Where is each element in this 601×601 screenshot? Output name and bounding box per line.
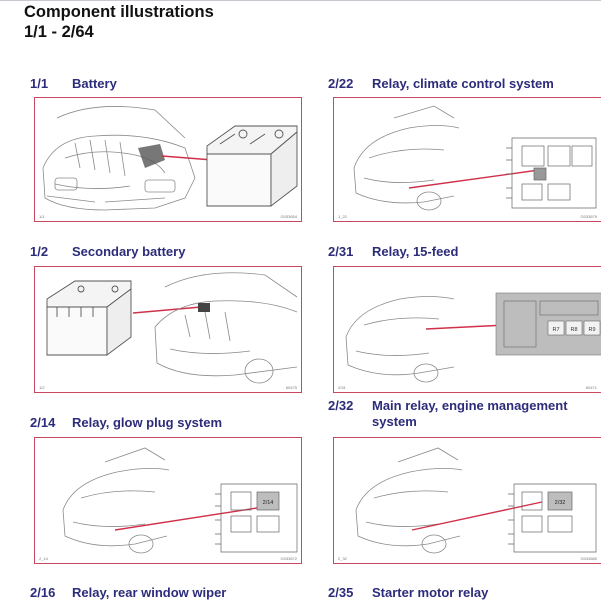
car-relay-drawing-2-22: [353, 105, 597, 211]
title-line-2: 1/1 - 2/64: [24, 23, 94, 41]
section-id-2-35: 2/35: [328, 585, 354, 600]
top-rule: [0, 0, 601, 1]
car-relay-drawing-2-31: R7 R8 R9: [345, 292, 601, 383]
illustration-15-feed-relay: R7 R8 R9 2/31 60471: [333, 266, 601, 393]
car-front-icon: [355, 447, 463, 554]
illustration-code-left: 2_32: [338, 556, 347, 561]
illustration-code-left: 1_22: [338, 214, 347, 219]
battery-icon: [46, 280, 132, 356]
section-name-glow-plug-relay: Relay, glow plug system: [72, 415, 223, 430]
car-front-icon: [62, 447, 170, 554]
pointer-line: [425, 324, 507, 330]
section-name-15-feed-relay: Relay, 15-feed: [372, 244, 459, 259]
illustration-battery: 1/1 G033654: [34, 97, 302, 222]
illustration-code-right: 60471: [585, 385, 597, 390]
relay-box-icon: [508, 483, 597, 553]
relay-box-icon: [215, 483, 298, 553]
illustration-code-left: 2/31: [338, 385, 346, 390]
pointer-line: [132, 306, 202, 314]
car-front-icon: [353, 105, 460, 211]
relay-box-icon: [495, 292, 601, 356]
illustration-code-left: 1/1: [39, 214, 45, 219]
relay-highlight-label: 2/32: [555, 500, 566, 506]
illustration-code-left: 2_14: [39, 556, 48, 561]
section-name-secondary-battery: Secondary battery: [72, 244, 186, 259]
car-front-icon: [154, 272, 298, 384]
illustration-code-right: G033672: [280, 556, 297, 561]
battery-location-marker: [138, 144, 165, 168]
page-title: Component illustrations 1/1 - 2/64: [24, 2, 214, 42]
illustration-code-right: G033654: [280, 214, 297, 219]
relay-box-icon: [506, 137, 597, 209]
relay-label-r8: R8: [570, 327, 577, 333]
section-name-climate-relay: Relay, climate control system: [372, 76, 554, 91]
relay-label-r7: R7: [552, 327, 559, 333]
section-id-1-2: 1/2: [30, 244, 49, 259]
section-id-2-16: 2/16: [30, 585, 56, 600]
relay-highlight-label: 2/14: [263, 500, 274, 506]
illustration-secondary-battery: 1/2 60475: [34, 266, 302, 393]
battery-location-marker: [198, 303, 210, 312]
section-id-2-32: 2/32: [328, 398, 354, 413]
section-id-2-14: 2/14: [30, 415, 56, 430]
car-front-icon: [42, 106, 196, 211]
section-name-rear-wiper-relay: Relay, rear window wiper: [72, 585, 227, 600]
relay-label-r9: R9: [588, 327, 595, 333]
section-id-1-1: 1/1: [30, 76, 49, 91]
illustration-code-right: G033680: [580, 556, 597, 561]
illustration-main-engine-relay: 2/32 2_32 G033680: [333, 437, 601, 564]
illustration-climate-relay: 1_22 G033679: [333, 97, 601, 222]
pointer-line: [114, 507, 258, 531]
section-id-2-22: 2/22: [328, 76, 354, 91]
battery-icon: [206, 125, 298, 207]
car-front-icon: [345, 296, 455, 383]
illustration-glow-plug-relay: 2/14 2_14 G033672: [34, 437, 302, 564]
section-name-starter-relay: Starter motor relay: [372, 585, 489, 600]
illustration-code-right: G033679: [580, 214, 597, 219]
pointer-line: [411, 501, 543, 531]
section-name-main-engine-relay: Main relay, engine management system: [372, 398, 568, 429]
secondary-battery-drawing: [46, 272, 298, 384]
pointer-line: [161, 155, 214, 161]
pointer-line: [408, 169, 540, 189]
title-line-1: Component illustrations: [24, 3, 214, 21]
car-relay-drawing-2-32: 2/32: [355, 447, 597, 554]
engine-bay-battery-drawing: [42, 106, 298, 211]
section-id-2-31: 2/31: [328, 244, 354, 259]
illustration-code-left: 1/2: [39, 385, 45, 390]
car-relay-drawing-2-14: 2/14: [62, 447, 298, 554]
illustration-code-right: 60475: [285, 385, 297, 390]
section-name-battery: Battery: [72, 76, 117, 91]
